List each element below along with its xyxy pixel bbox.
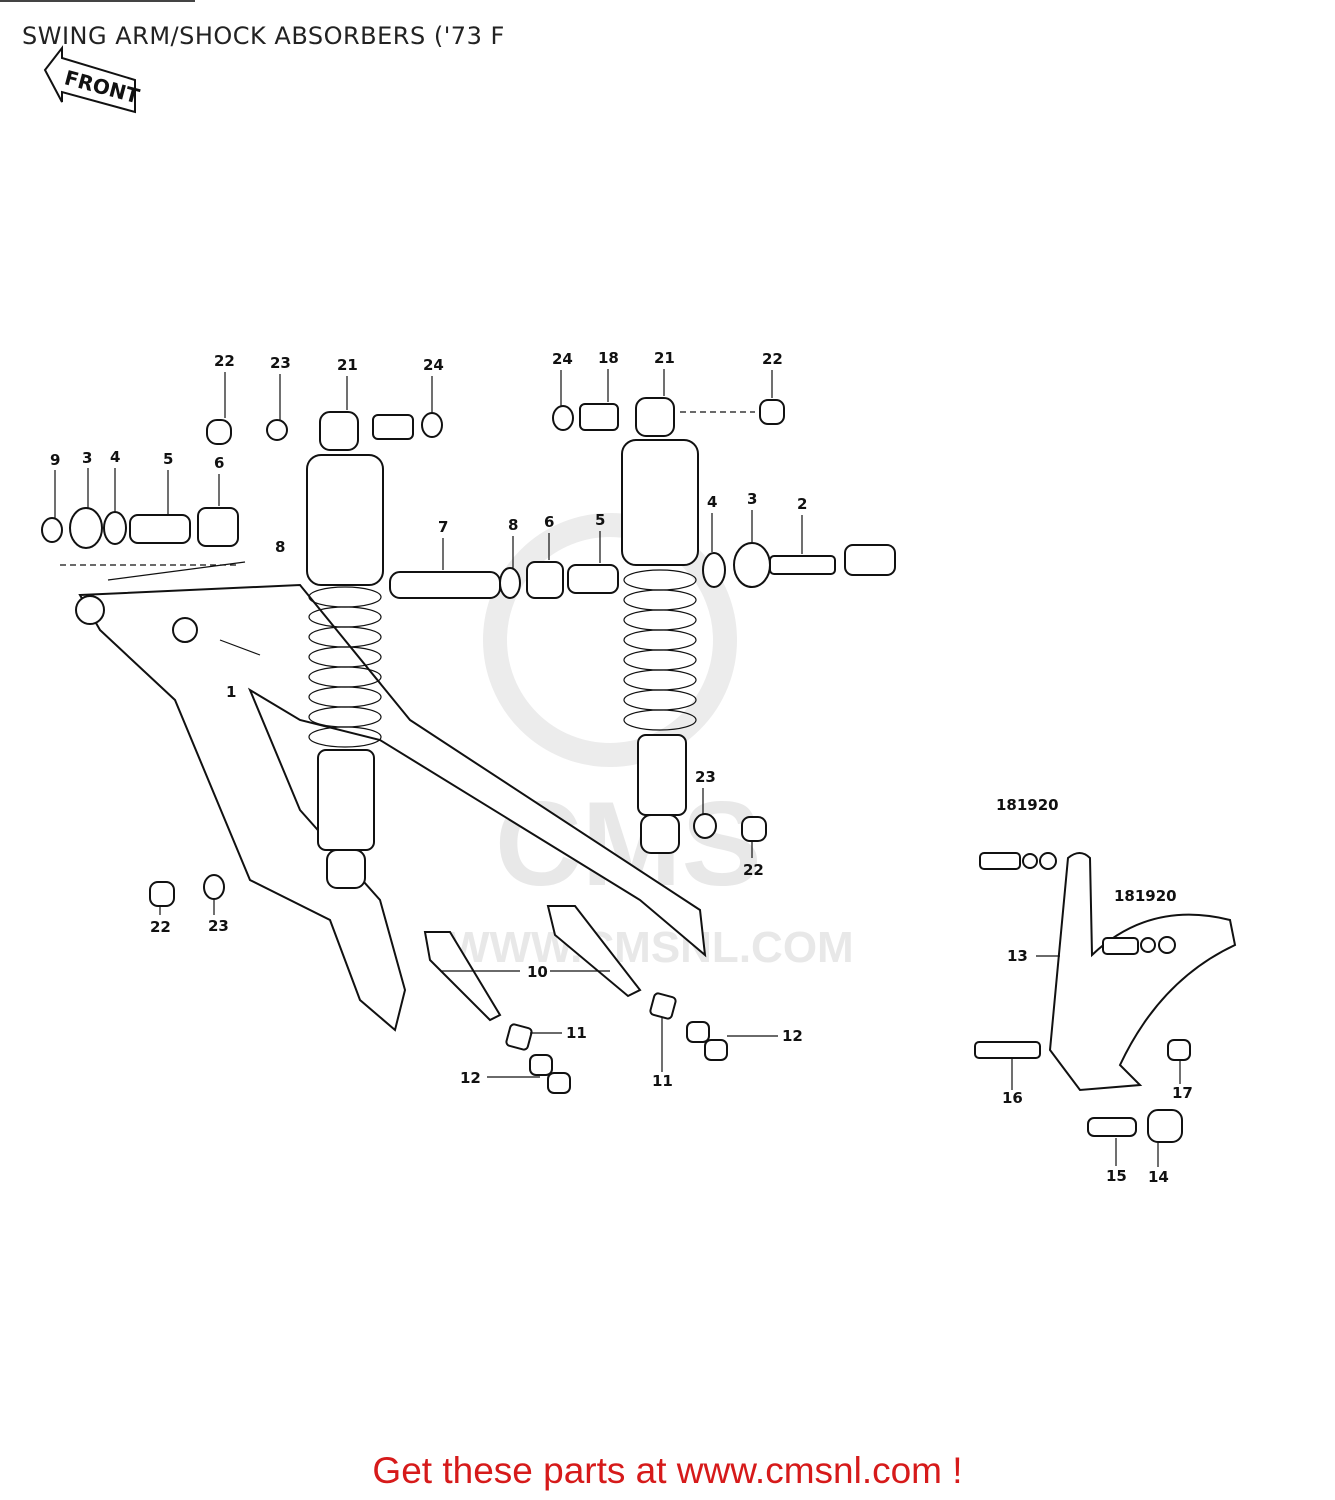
callout-label: 6: [544, 513, 554, 531]
footer-link[interactable]: Get these parts at www.cmsnl.com !: [372, 1450, 963, 1491]
page-title: SWING ARM/SHOCK ABSORBERS ('73 F: [22, 22, 505, 50]
watermark-url: WWW.CMSNL.COM: [448, 923, 854, 972]
callout-label: 23: [270, 354, 291, 372]
callout-label: 10: [527, 963, 548, 981]
callout-labels: 22 23 21 24 24 18 21 22 9 3 4 5 6 8 7 8 …: [50, 349, 1193, 1186]
callout-label: 5: [595, 511, 605, 529]
hardware-parts: [41, 399, 896, 1094]
callout-label: 8: [275, 538, 285, 556]
callout-label: 21: [337, 356, 358, 374]
callout-label: 23: [695, 768, 716, 786]
callout-label: 181920: [996, 796, 1059, 814]
callout-label: 23: [208, 917, 229, 935]
callout-label: 16: [1002, 1089, 1023, 1107]
callout-label: 13: [1007, 947, 1028, 965]
callout-label: 9: [50, 451, 60, 469]
callout-label: 8: [508, 516, 518, 534]
callout-label: 5: [163, 450, 173, 468]
callout-label: 1: [226, 683, 236, 701]
callout-label: 22: [214, 352, 235, 370]
front-arrow-icon: FRONT: [43, 45, 142, 114]
callout-label: 4: [110, 448, 120, 466]
callout-label: 17: [1172, 1084, 1193, 1102]
callout-label: 15: [1106, 1167, 1127, 1185]
callout-label: 11: [652, 1072, 673, 1090]
mounting-bracket: [974, 852, 1237, 1143]
callout-label: 181920: [1114, 887, 1177, 905]
callout-label: 11: [566, 1024, 587, 1042]
callout-label: 6: [214, 454, 224, 472]
callout-label: 14: [1148, 1168, 1169, 1186]
callout-label: 3: [82, 449, 92, 467]
callout-label: 22: [150, 918, 171, 936]
left-shock-absorber: [306, 411, 384, 889]
callout-label: 3: [747, 490, 757, 508]
callout-label: 12: [782, 1027, 803, 1045]
top-rule: [0, 0, 195, 2]
callout-label: 18: [598, 349, 619, 367]
right-shock-absorber: [621, 397, 699, 854]
callout-label: 12: [460, 1069, 481, 1087]
callout-label: 22: [743, 861, 764, 879]
leader-lines: [54, 369, 1181, 1167]
callout-label: 24: [552, 350, 573, 368]
callout-label: 7: [438, 518, 448, 536]
callout-label: 21: [654, 349, 675, 367]
callout-label: 4: [707, 493, 717, 511]
callout-label: 22: [762, 350, 783, 368]
callout-label: 24: [423, 356, 444, 374]
callout-label: 2: [797, 495, 807, 513]
